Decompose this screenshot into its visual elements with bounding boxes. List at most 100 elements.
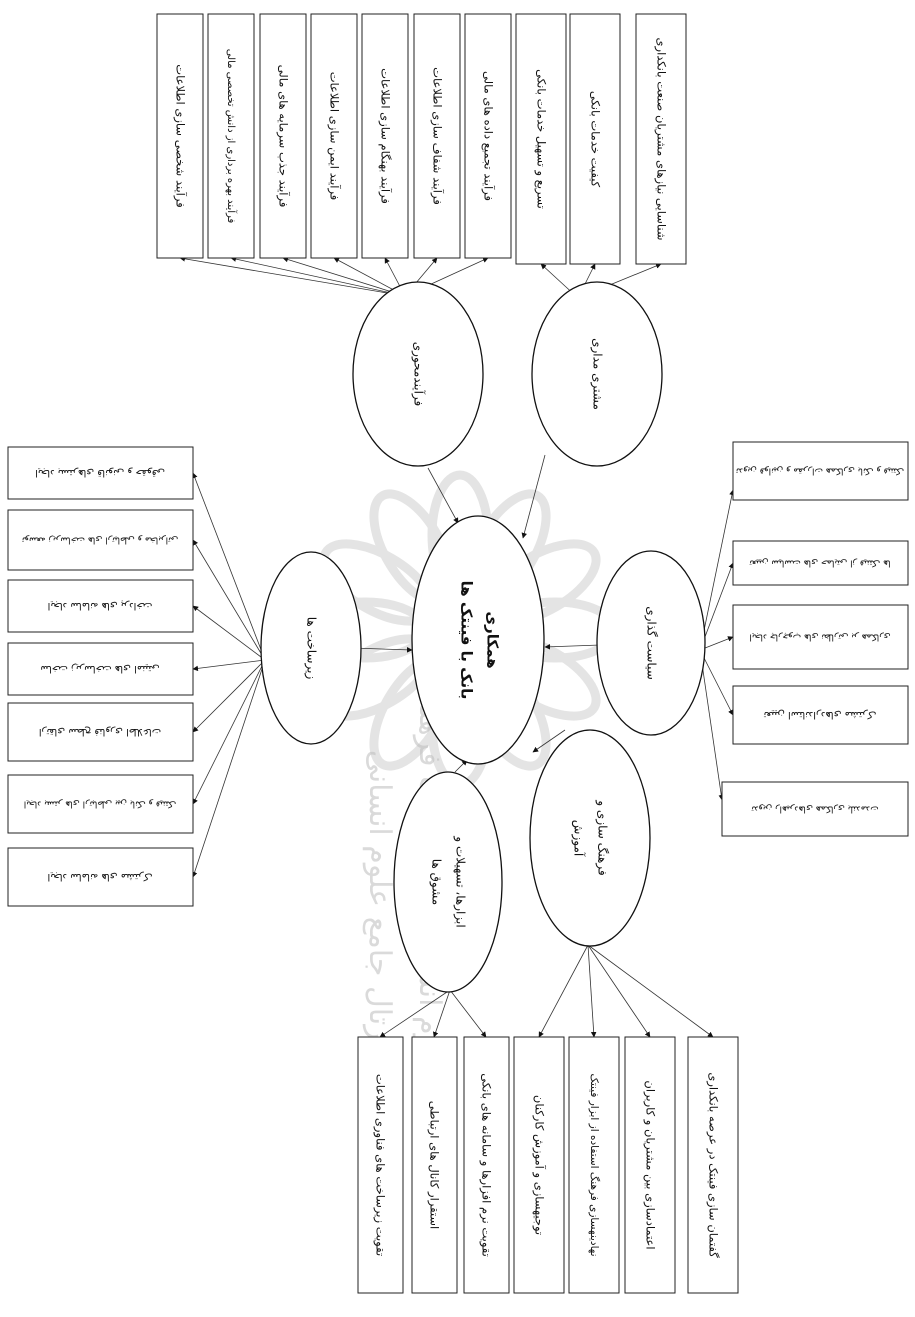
customer-box-1-label: شناسایی نیازهای مشتریان صنعت بانکداری bbox=[654, 38, 669, 241]
process-boxes: فرآیند تجمیع داده های مالی فرآیند شفاف س… bbox=[156, 13, 512, 259]
tools-box-2 bbox=[411, 1036, 458, 1294]
process-oval-label: فرآیندمحوری bbox=[411, 342, 427, 407]
customer-boxes: شناسایی نیازهای مشتریان صنعت بانکداری کی… bbox=[515, 13, 687, 265]
culture-link-1 bbox=[538, 944, 589, 1038]
customer-box-3-label: تسریع و تسهیل خدمات بانکی bbox=[534, 69, 549, 209]
process-link-5 bbox=[282, 256, 406, 297]
process-to-center bbox=[427, 467, 459, 524]
center-oval bbox=[411, 515, 545, 765]
policy-oval bbox=[596, 550, 706, 736]
tools-box-3 bbox=[357, 1036, 404, 1294]
cluster-ovals: مشتری مداری فرآیندمحوری زیرساخت ها سیاست… bbox=[260, 281, 706, 993]
process-link-7 bbox=[179, 256, 406, 297]
policy-box-3 bbox=[732, 604, 909, 670]
customer-box-3 bbox=[515, 13, 567, 265]
customer-to-center bbox=[521, 454, 546, 539]
infra-box-3-label: ایجاد سامانه های پرداخت bbox=[48, 600, 153, 611]
policy-box-4-label: تعیین استانداردهای مشترک bbox=[763, 709, 876, 720]
process-oval bbox=[352, 281, 484, 467]
culture-box-3-label: نهادینهسازی فرهنگ استفاده از ابزار فینتک bbox=[588, 1073, 601, 1256]
culture-box-1 bbox=[687, 1036, 739, 1294]
infra-box-2 bbox=[7, 509, 194, 571]
tools-link-3 bbox=[379, 989, 451, 1038]
infrastructure-boxes: ایجاد بسترهای قانونی و حقوقی توسعه زیرسا… bbox=[7, 446, 194, 907]
customer-box-2-label: کیفیت خدمات بانکی bbox=[589, 91, 603, 188]
infra-link-2 bbox=[192, 539, 266, 661]
culture-link-3 bbox=[587, 944, 651, 1038]
policy-box-3-label: ایجاد چارچوب های نظارتی بر همکاری bbox=[749, 632, 890, 642]
policy-box-1-label: تدوین قوانین و مقررات همکاری بانک و فینت… bbox=[735, 466, 904, 476]
culture-box-4 bbox=[513, 1036, 565, 1294]
process-box-6-label: فرآیند بهره برداری از دانش تخصصی مالی bbox=[225, 49, 238, 224]
policy-box-1 bbox=[732, 441, 909, 501]
policy-box-5 bbox=[721, 781, 909, 837]
culture-oval-label-2: آموزش bbox=[571, 820, 587, 857]
culture-oval-label-1: فرهنگ سازی و bbox=[595, 799, 610, 875]
culture-box-4-label: توجیهسازی و آموزش کارکنان bbox=[532, 1095, 547, 1235]
policy-to-center bbox=[544, 644, 601, 650]
infrastructure-oval bbox=[260, 551, 362, 745]
infra-box-1-label: ایجاد بسترهای قانونی و حقوقی bbox=[35, 467, 165, 478]
center-label-2: بانک با فینتک ها bbox=[458, 581, 476, 700]
infra-link-1 bbox=[192, 472, 266, 661]
infra-box-6 bbox=[7, 774, 194, 834]
tools-box-1-label: تقویت نرم افزارها و سامانه های بانکی bbox=[479, 1073, 494, 1257]
process-box-7-label: فرآیند شخصی سازی اطلاعات bbox=[173, 64, 188, 207]
policy-box-5-label: تدوین راهبردهای همکاری بلندمدت bbox=[751, 804, 879, 814]
tools-link-1 bbox=[449, 989, 487, 1038]
infra-link-7 bbox=[191, 659, 266, 878]
infra-link-6 bbox=[192, 659, 266, 805]
policy-box-2-label: تعیین سیاست های حمایتی از فینتک ها bbox=[749, 558, 891, 568]
culture-box-2-label: اعتمادسازی بین مشتریان و کاربران bbox=[643, 1080, 658, 1249]
process-box-2 bbox=[413, 13, 461, 259]
tools-box-2-label: استقرار کانال های ارتباطی bbox=[427, 1101, 442, 1229]
watermark-text-2: پرتال جامع علوم انسانی bbox=[362, 750, 397, 1050]
process-link-6 bbox=[230, 256, 406, 297]
process-box-1 bbox=[464, 13, 512, 259]
infra-box-5 bbox=[7, 702, 194, 762]
infra-box-4 bbox=[7, 642, 194, 696]
tools-oval bbox=[393, 771, 503, 993]
infra-box-2-label: توسعه زیرساخت های ارتباطی و مخابراتی bbox=[21, 535, 178, 545]
process-box-5-label: فرآیند جذب سرمایه های مالی bbox=[276, 65, 291, 208]
infra-box-7 bbox=[7, 847, 194, 907]
culture-box-3 bbox=[568, 1036, 620, 1294]
culture-box-2 bbox=[624, 1036, 676, 1294]
process-box-6 bbox=[207, 13, 255, 259]
process-box-3-label: فرآیند بهنگام سازی اطلاعات bbox=[378, 68, 393, 204]
process-box-3 bbox=[361, 13, 409, 259]
policy-boxes: تدوین قوانین و مقررات همکاری بانک و فینت… bbox=[721, 441, 909, 837]
policy-link-4 bbox=[699, 649, 734, 716]
infra-link-5 bbox=[192, 659, 266, 733]
infra-link-3 bbox=[192, 605, 266, 661]
policy-link-2 bbox=[699, 562, 734, 651]
culture-to-center bbox=[532, 729, 566, 753]
policy-link-5 bbox=[699, 649, 725, 801]
tools-boxes: تقویت نرم افزارها و سامانه های بانکی است… bbox=[357, 1036, 510, 1294]
culture-boxes: گفتمان سازی فینتک در عرصه بانکداری اعتما… bbox=[513, 1036, 739, 1294]
culture-link-2 bbox=[587, 944, 597, 1038]
culture-box-1-label: گفتمان سازی فینتک در عرصه بانکداری bbox=[706, 1072, 721, 1258]
process-box-4 bbox=[310, 13, 358, 259]
tools-oval-label-2: مشوق ها bbox=[429, 859, 444, 905]
customer-box-1 bbox=[635, 13, 687, 265]
policy-link-1 bbox=[699, 489, 735, 651]
customer-box-2 bbox=[569, 13, 621, 265]
infrastructure-oval-label: زیرساخت ها bbox=[304, 617, 319, 680]
infra-box-6-label: ایجاد بستر های ارتباطی بین بانک و فینتک bbox=[24, 799, 177, 809]
process-box-4-label: فرآیند ایمن سازی اطلاعات bbox=[327, 72, 342, 201]
policy-box-2 bbox=[732, 540, 909, 586]
tools-link-2 bbox=[432, 989, 451, 1038]
infra-box-4-label: ساخت زیرساخت های امنیتی bbox=[40, 663, 159, 674]
infra-link-4 bbox=[192, 659, 266, 672]
tools-oval-label-1: ابزارها، تسهیلات و bbox=[453, 835, 468, 927]
customer-oval-label: مشتری مداری bbox=[590, 338, 605, 410]
policy-box-4 bbox=[732, 685, 909, 745]
process-box-1-label: فرآیند تجمیع داده های مالی bbox=[481, 71, 496, 201]
process-box-5 bbox=[259, 13, 307, 259]
infra-box-1 bbox=[7, 446, 194, 500]
tools-box-1 bbox=[463, 1036, 510, 1294]
infra-to-center bbox=[351, 647, 413, 653]
infra-box-7-label: ایجاد سامانه های مشترک bbox=[48, 871, 153, 882]
